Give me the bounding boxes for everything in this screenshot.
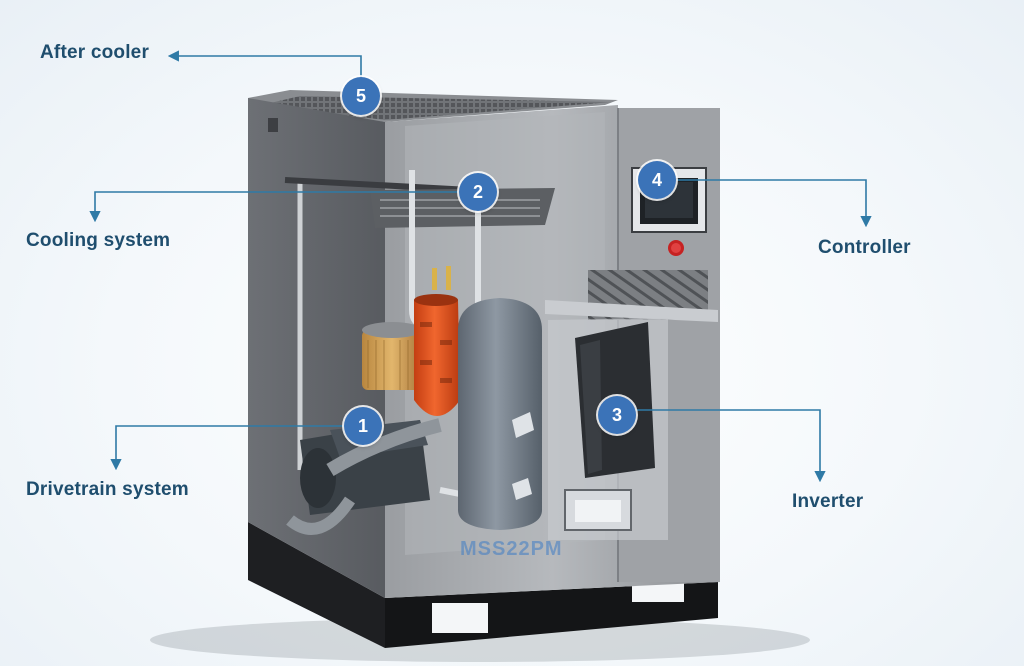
label-after-cooler: After cooler bbox=[40, 42, 150, 63]
model-name: MSS22PM bbox=[460, 538, 563, 560]
marker-3: 3 bbox=[598, 396, 636, 434]
marker-5: 5 bbox=[342, 77, 380, 115]
leader-line-inverter bbox=[630, 409, 826, 483]
leader-line-drivetrain bbox=[110, 425, 346, 471]
label-inverter: Inverter bbox=[792, 491, 864, 512]
marker-4: 4 bbox=[638, 161, 676, 199]
label-drivetrain-system: Drivetrain system bbox=[26, 479, 189, 500]
marker-2: 2 bbox=[459, 173, 497, 211]
leader-line-controller bbox=[676, 179, 872, 228]
leader-line-cooling-system bbox=[89, 191, 460, 223]
label-cooling-system: Cooling system bbox=[26, 230, 171, 251]
label-controller: Controller bbox=[818, 237, 911, 258]
marker-1: 1 bbox=[344, 407, 382, 445]
leader-line-after-cooler bbox=[167, 50, 362, 80]
